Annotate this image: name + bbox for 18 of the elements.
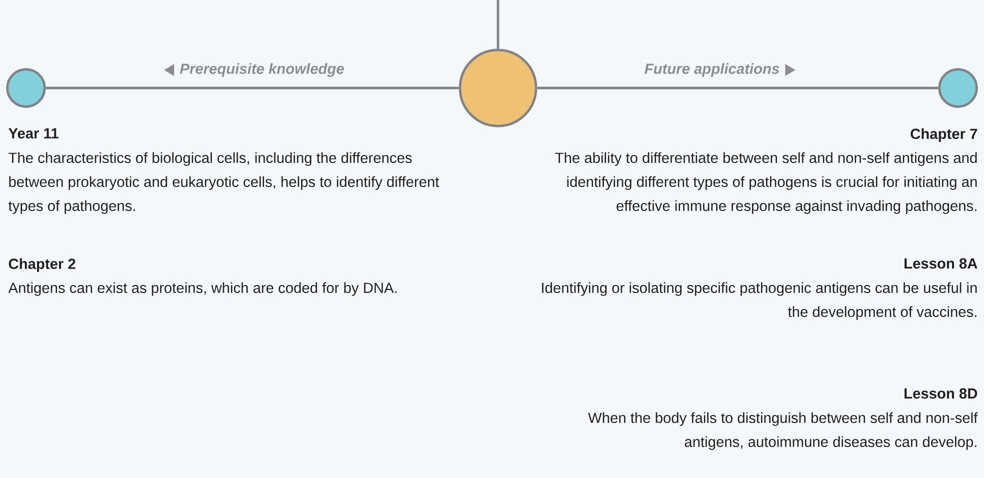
- connector-line: [46, 86, 459, 90]
- description-text: Identifying or isolating specific pathogenic antigens can be useful in the development of vaccines.: [542, 282, 977, 320]
- section-heading: Lesson 8A: [904, 258, 978, 269]
- timeline-circle: [6, 68, 46, 108]
- timeline-circle: [938, 68, 978, 108]
- section-heading: Chapter 2: [8, 258, 76, 272]
- section-heading: Chapter 7: [910, 128, 978, 142]
- description-text: When the body fails to distinguish between self and non-self antigens, autoimmune diseases can develop.: [588, 412, 978, 450]
- section-heading: Lesson 8D: [904, 388, 978, 399]
- description-text: The characteristics of biological cells, including the differences between prokaryotic and eukaryotic cells, helps to identify different types of pathogens.: [8, 152, 440, 214]
- edge-label: Future applications: [644, 63, 780, 77]
- section-heading: Year 11: [8, 128, 58, 138]
- description-text: Antigens can exist as proteins, which are coded for by DNA.: [8, 282, 397, 296]
- timeline-circle: [458, 48, 538, 128]
- connector-line: [496, 0, 500, 49]
- edge-label: Prerequisite knowledge: [180, 63, 344, 77]
- connector-line: [537, 86, 938, 90]
- description-text: The ability to differentiate between self and non-self antigens and identifying different types of pathogens is crucial for initiating an effective immune response against invading pathogens.: [555, 152, 977, 214]
